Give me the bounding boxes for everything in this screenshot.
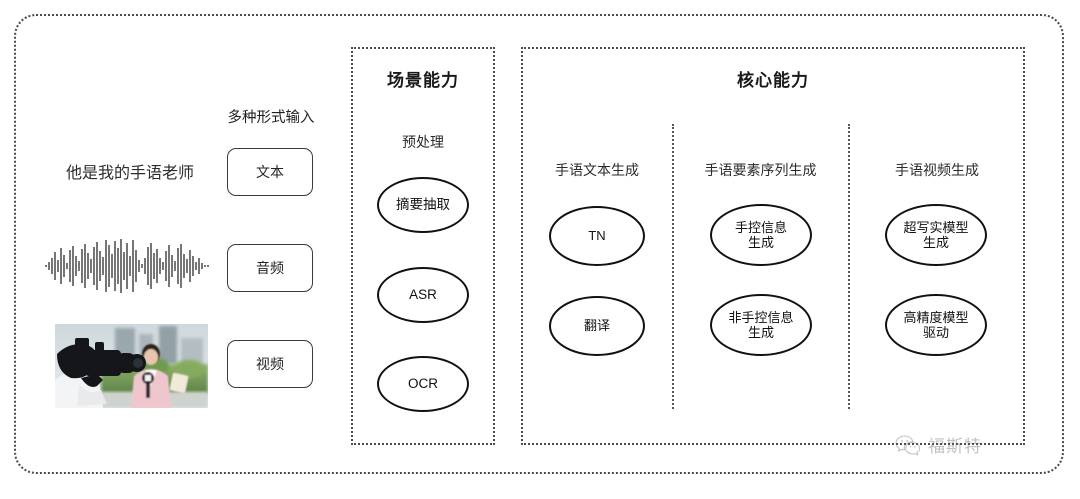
- video-thumbnail-icon: [55, 324, 208, 408]
- core-capability-title: 核心能力: [737, 71, 809, 90]
- scene-capability-title: 场景能力: [387, 71, 459, 90]
- modality-box-audio[interactable]: 音频: [227, 244, 313, 292]
- input-section-caption: 多种形式输入: [227, 110, 315, 126]
- node-asr[interactable]: ASR: [377, 267, 469, 323]
- node-non-manual-signal-generation[interactable]: 非手控信息生成: [710, 294, 812, 356]
- node-translation[interactable]: 翻译: [549, 296, 645, 356]
- sample-sentence-text: 他是我的手语老师: [65, 165, 194, 182]
- core-column-label-sign-video-generation: 手语视频生成: [895, 162, 979, 178]
- scene-capability-panel: [351, 47, 495, 445]
- node-high-precision-model-driving[interactable]: 高精度模型驱动: [885, 294, 987, 356]
- core-column-divider-1: [672, 124, 674, 409]
- wechat-icon: [895, 434, 921, 456]
- outer-dotted-frame: [14, 14, 1064, 474]
- watermark-text: 福斯特: [928, 437, 982, 456]
- modality-box-text[interactable]: 文本: [227, 148, 313, 196]
- node-photorealistic-model-generation[interactable]: 超写实模型生成: [885, 204, 987, 266]
- node-manual-signal-generation[interactable]: 手控信息生成: [710, 204, 812, 266]
- watermark: 福斯特: [895, 432, 982, 457]
- audio-waveform-icon: [44, 238, 212, 294]
- scene-group-label-preprocess: 预处理: [402, 134, 444, 150]
- core-column-label-sign-text-generation: 手语文本生成: [555, 162, 639, 178]
- core-column-divider-2: [848, 124, 850, 409]
- node-ocr[interactable]: OCR: [377, 356, 469, 412]
- core-column-label-sign-element-sequence-generation: 手语要素序列生成: [704, 162, 817, 178]
- node-summary-extraction[interactable]: 摘要抽取: [377, 177, 469, 233]
- modality-box-video[interactable]: 视频: [227, 340, 313, 388]
- node-tn[interactable]: TN: [549, 206, 645, 266]
- core-capability-panel: [521, 47, 1025, 445]
